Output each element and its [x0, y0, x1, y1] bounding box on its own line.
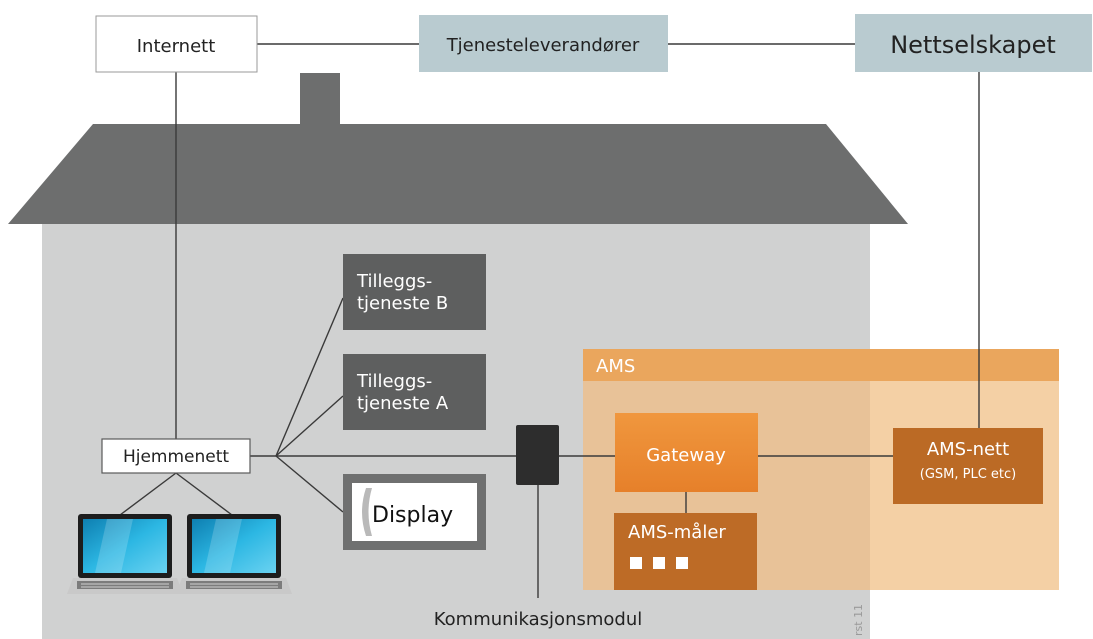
house-roof [8, 124, 908, 224]
ams-region-label: AMS [596, 356, 635, 377]
addon-service-a-node: Tilleggs- tjeneste A [343, 354, 486, 430]
display-node: Display [343, 474, 486, 550]
line-home-addon-a [275, 395, 344, 457]
service-providers-node: Tjenesteleverandører [419, 15, 668, 72]
internet-label: Internett [137, 36, 216, 57]
credit-text: rst 11 [852, 604, 865, 636]
internet-node: Internett [95, 15, 258, 73]
display-label: Display [372, 503, 453, 528]
line-home-addon-b [275, 297, 344, 457]
ams-net-sublabel: (GSM, PLC etc) [920, 467, 1016, 482]
grid-company-node: Nettselskapet [855, 14, 1092, 72]
addon-service-a-line1: Tilleggs- [356, 371, 432, 392]
laptop-icon [176, 514, 292, 594]
ams-net-node: AMS-nett (GSM, PLC etc) [893, 428, 1043, 504]
connection-lines [119, 43, 980, 598]
gateway-label: Gateway [646, 445, 726, 466]
ams-header-band [583, 349, 1059, 381]
grid-company-label: Nettselskapet [890, 31, 1056, 59]
chimney [300, 73, 340, 131]
line-home-laptop-right [175, 472, 233, 516]
line-home-laptop-left [119, 472, 177, 516]
laptop-icon [67, 514, 183, 594]
communication-module-label: Kommunikasjonsmodul [434, 609, 643, 630]
home-network-node: Hjemmenett [101, 438, 251, 474]
addon-service-b-node: Tilleggs- tjeneste B [343, 254, 486, 330]
home-network-label: Hjemmenett [123, 447, 229, 467]
communication-module-icon [516, 425, 559, 485]
addon-service-b-line1: Tilleggs- [356, 271, 432, 292]
gateway-node: Gateway [615, 413, 758, 492]
addon-service-a-line2: tjeneste A [357, 393, 449, 414]
addon-service-b-line2: tjeneste B [357, 293, 448, 314]
ams-meter-label: AMS-måler [628, 522, 726, 543]
ams-net-label: AMS-nett [927, 439, 1009, 460]
line-home-display [275, 455, 344, 513]
display-bezel-highlight [362, 488, 372, 536]
meter-display-icon [630, 557, 688, 569]
service-providers-label: Tjenesteleverandører [446, 35, 640, 56]
ams-meter-node: AMS-måler [614, 513, 757, 590]
